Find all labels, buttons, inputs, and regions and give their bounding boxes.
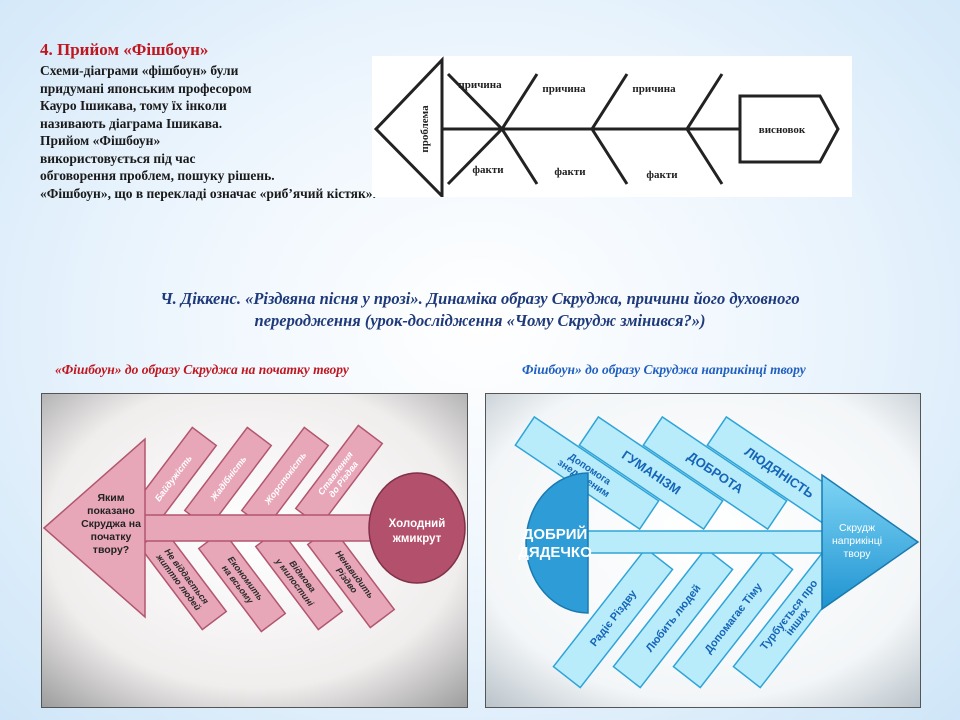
lesson-title-line: Ч. Діккенс. «Різдвяна пісня у прозі». Ди… [160,289,800,308]
right-fishbone-svg: ДопомогазнедоленимГУМАНІЗМДОБРОТАЛЮДЯНІС… [484,392,922,709]
intro-line: придумані японським професором [40,80,252,96]
fish-bone [612,547,734,689]
tail-label-line: наприкінці [832,535,882,547]
cause-label: причина [542,83,586,95]
head-label-line: Яким [97,492,124,504]
intro-line: обговорення проблем, пошуку рішень. [40,168,275,183]
fish-head-shape [373,56,444,200]
head-label-line: твору? [93,544,129,556]
tail-label-line: Скрудж [839,522,875,534]
fish-head-shape [42,437,146,619]
intro-line: використовується під час [40,150,196,166]
fact-label: факти [472,164,504,176]
cause-label: причина [458,79,502,91]
head-label-line: ДЯДЕЧКО [518,544,592,561]
head-label-line: ДОБРИЙ [523,525,588,543]
intro-line: Кауро Ішикава, тому їх інколи [40,98,227,113]
fish-rib [590,73,629,185]
fish-bone [578,415,724,531]
fish-tail-shape [738,94,840,164]
tail-label-line: твору [843,548,871,560]
intro-line: називають діаграма Ішикава. [40,115,223,131]
fish-bone [642,415,788,531]
intro-line: «Фішбоун», що в перекладі означає «риб’я… [40,185,376,201]
fish-spine [574,530,836,554]
intro-line: Схеми-діаграми «фішбоун» були [40,63,239,78]
generic-fishbone-diagram: проблема висновок причина причина причин… [372,56,852,200]
fish-tail-shape [368,472,466,584]
fish-spine [134,514,396,542]
lesson-title: Ч. Діккенс. «Різдвяна пісня у прозі». Ди… [30,288,930,332]
tail-label-line: Холодний [389,518,446,530]
fish-rib [500,73,539,185]
generic-fishbone-svg: проблема висновок причина причина причин… [373,56,840,200]
section-title: 4. Прийом «Фішбоун» [40,40,209,59]
cause-label: причина [632,83,676,95]
fish-head-shape [525,472,589,614]
fish-tail-shape [821,473,920,611]
intro-text: Схеми-діаграми «фішбоун» були придумані … [40,62,376,202]
fish-bone [672,547,794,689]
lesson-title-line: переродження (урок-дослідження «Чому Скр… [254,311,706,330]
right-diagram-caption: Фішбоун» до образу Скруджа наприкінці тв… [522,362,806,377]
head-label-line: початку [91,531,132,543]
head-label-line: Скруджа на [81,518,141,530]
fact-label: факти [554,166,586,178]
tail-label-line: жмикрут [392,533,442,545]
conclusion-label: висновок [759,124,806,136]
scrooge-end-fishbone: ДопомогазнедоленимГУМАНІЗМДОБРОТАЛЮДЯНІС… [484,392,922,709]
problem-label: проблема [419,105,431,153]
fish-rib [685,73,724,185]
fish-bone [552,547,674,689]
head-label-line: показано [87,505,135,517]
fact-label: факти [646,169,678,181]
intro-line: Прийом «Фішбоун» [40,133,161,148]
left-diagram-caption: «Фішбоун» до образу Скруджа на початку т… [55,362,349,377]
